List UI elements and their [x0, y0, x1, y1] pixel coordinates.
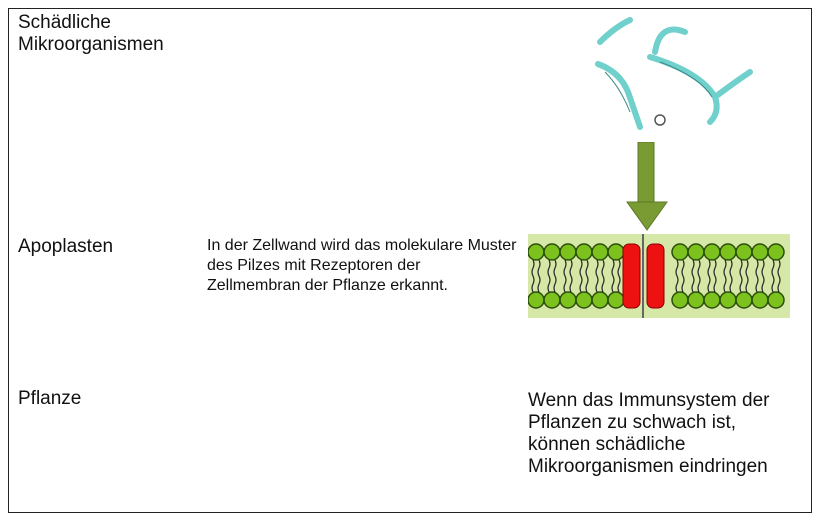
cell-membrane-image: [528, 234, 790, 318]
label-pflanze: Pflanze: [18, 388, 82, 409]
pflanze-description: Wenn das Immunsystem der Pflanzen zu sch…: [528, 390, 770, 477]
diagram-frame: [8, 8, 812, 513]
label-apoplasten: Apoplasten: [18, 236, 114, 257]
label-microorganisms: Schädliche Mikroorganismen: [18, 12, 164, 55]
arrow-down-icon: [626, 142, 668, 231]
apoplasten-description: In der Zellwand wird das molekulare Must…: [207, 237, 517, 294]
microorganisms-image: [595, 17, 753, 130]
